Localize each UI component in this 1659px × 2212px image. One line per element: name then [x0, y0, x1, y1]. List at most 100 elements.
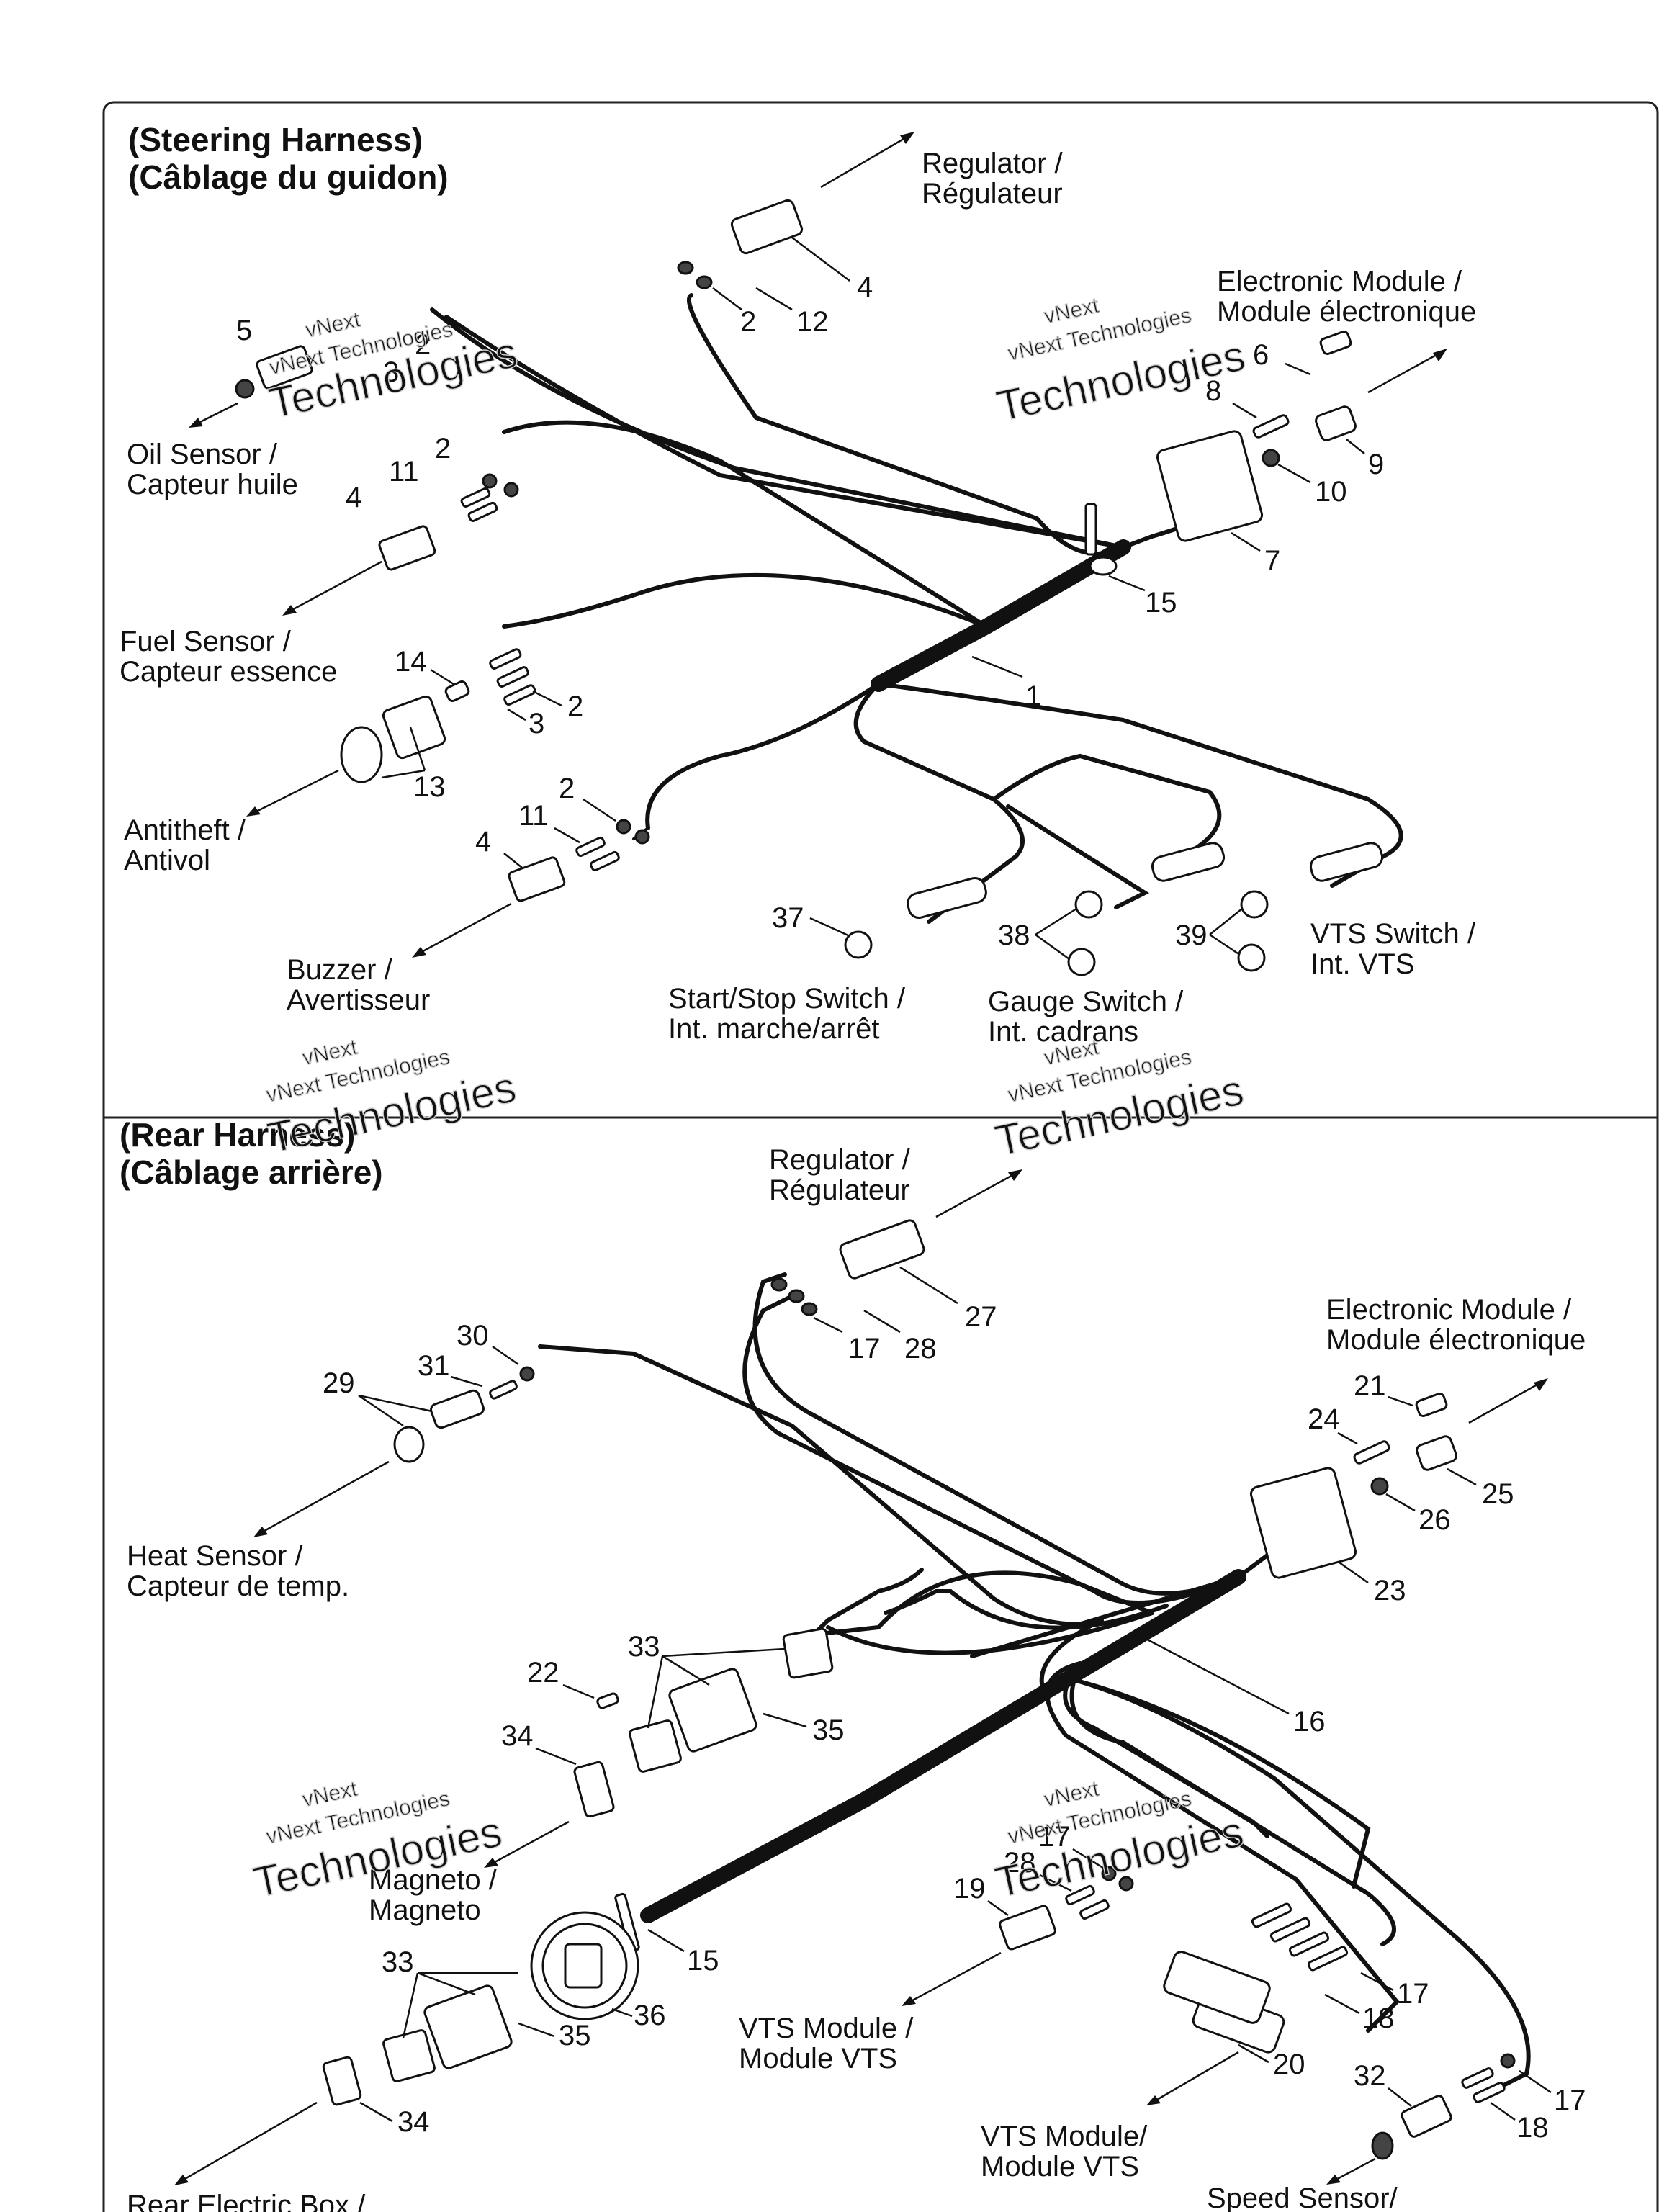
seal-icon — [801, 1302, 818, 1316]
part-number: 6 — [1253, 339, 1269, 371]
terminal-icon — [1353, 1440, 1390, 1465]
rear-vts-module2-group: 17 18 20 VTS Module/ Module VTS — [981, 1902, 1429, 2182]
terminal-icon — [1307, 1946, 1349, 1972]
oil-connector-icon — [256, 345, 313, 390]
steering-title-fr: (Câblage du guidon) — [128, 158, 449, 196]
terminal-icon — [460, 487, 491, 508]
antitheft-connector-icon — [382, 695, 446, 760]
arrow-head-icon — [189, 418, 203, 428]
rear-box-socket-icon — [564, 1943, 603, 1989]
seal-icon — [519, 1366, 535, 1382]
part-number: 16 — [1293, 1706, 1326, 1737]
fuel-sensor-label-fr: Capteur essence — [120, 656, 337, 688]
part-number: 5 — [236, 315, 252, 346]
clamp-icon — [1089, 556, 1118, 576]
rear-electronic-module-label-fr: Module électronique — [1326, 1324, 1586, 1356]
part-number: 2 — [567, 691, 583, 722]
arrow-head-icon — [1008, 1169, 1022, 1181]
seal-plate-icon — [382, 2029, 436, 2082]
antitheft-label-fr: Antivol — [124, 845, 210, 876]
part-number: 33 — [382, 1946, 414, 1978]
gauge-switch-icon — [1074, 890, 1103, 919]
heat-sensor-label-en: Heat Sensor / — [127, 1540, 303, 1572]
grommet-icon — [393, 1426, 425, 1463]
rear-box-label: Rear Electric Box / — [127, 2190, 366, 2212]
terminal-icon — [467, 501, 498, 522]
part-number: 17 — [1038, 1821, 1071, 1853]
vts-module-label-fr: Module VTS — [739, 2043, 897, 2074]
part-number: 17 — [848, 1333, 881, 1364]
start-stop-label-fr: Int. marche/arrêt — [668, 1013, 879, 1045]
vts-module2-label-fr: Module VTS — [981, 2151, 1139, 2182]
arrow-head-icon — [174, 2175, 189, 2185]
part-number: 18 — [1362, 2002, 1395, 2034]
seal-plate-icon — [629, 1719, 682, 1773]
part-number: 28 — [904, 1333, 937, 1364]
magneto-label-fr: Magneto — [369, 1894, 481, 1926]
gauge-switch-icon — [1067, 948, 1096, 976]
steering-wiring — [430, 293, 1403, 924]
terminal-icon — [496, 666, 529, 688]
part-number: 20 — [1273, 2049, 1305, 2080]
steering-oil-sensor-group: 5 2 3 Oil Sensor / Capteur huile — [127, 315, 431, 500]
steering-fuel-sensor-group: 2 11 4 Fuel Sensor / Capteur essence — [120, 433, 519, 688]
terminal-icon — [1473, 2082, 1506, 2103]
part-number: 13 — [413, 771, 446, 803]
part-number: 17 — [1397, 1978, 1429, 2010]
antitheft-label-en: Antitheft / — [124, 814, 246, 846]
regulator-label-fr: Régulateur — [922, 178, 1063, 210]
magneto-bracket-icon — [573, 1761, 615, 1818]
terminal-icon — [575, 836, 606, 858]
start-stop-label-en: Start/Stop Switch / — [668, 983, 906, 1015]
arrow-head-icon — [1534, 1378, 1548, 1391]
steering-regulator-group: Regulator / Régulateur 4 2 12 — [677, 132, 1064, 338]
part-number: 21 — [1354, 1370, 1386, 1402]
part-number: 31 — [418, 1350, 450, 1382]
part-number: 27 — [965, 1301, 997, 1333]
magneto-plate-icon — [782, 1627, 834, 1679]
rear-magneto-group: 33 22 35 34 Magneto / Magneto — [369, 1627, 845, 1926]
vts-module-label-en: VTS Module / — [739, 2013, 914, 2044]
arrow-head-icon — [484, 1858, 498, 1868]
part-number: 35 — [559, 2020, 591, 2051]
part-number: 8 — [1205, 375, 1221, 407]
terminal-icon — [1288, 1931, 1330, 1957]
nut-icon — [1262, 449, 1280, 467]
rear-title-en: (Rear Harness) — [120, 1116, 355, 1154]
ring-terminal-icon — [1416, 1435, 1457, 1471]
regulator-label-en: Regulator / — [922, 148, 1064, 179]
rear-box-group: 33 35 34 Rear Electric Box / — [127, 1946, 591, 2212]
terminal-icon — [1251, 1902, 1292, 1928]
gauge-switch-label-fr: Int. cadrans — [988, 1016, 1138, 1048]
arrow-head-icon — [900, 132, 914, 144]
part-number: 3 — [529, 708, 544, 739]
module-connector-icon — [1156, 430, 1264, 542]
buzzer-label-en: Buzzer / — [287, 954, 393, 986]
part-number: 28 — [1004, 1847, 1036, 1879]
part-number: 3 — [383, 356, 399, 388]
nut-icon — [1370, 1477, 1389, 1496]
part-number: 35 — [812, 1714, 845, 1746]
electronic-module-label-en: Electronic Module / — [1217, 266, 1462, 297]
arrow-head-icon — [902, 1996, 916, 2006]
rear-regulator-label-en: Regulator / — [769, 1144, 911, 1176]
terminal-icon — [1461, 2067, 1494, 2089]
part-number: 34 — [397, 2106, 430, 2138]
vts-switch-icon — [1240, 890, 1269, 919]
fuel-sensor-label-en: Fuel Sensor / — [120, 626, 292, 657]
seal-icon — [696, 275, 713, 289]
part-number: 36 — [634, 2000, 666, 2031]
part-number: 11 — [518, 800, 549, 832]
part-number: 34 — [501, 1720, 534, 1752]
heat-sensor-connector-icon — [430, 1389, 485, 1429]
part-number: 4 — [346, 482, 361, 513]
part-number: 26 — [1419, 1504, 1451, 1536]
terminal-icon — [503, 684, 536, 706]
part-number: 11 — [389, 456, 419, 487]
rear-title-fr: (Câblage arrière) — [120, 1154, 383, 1191]
part-number: 2 — [559, 773, 575, 804]
speed-grommet-icon — [1371, 2131, 1394, 2160]
part-number: 12 — [796, 306, 829, 338]
arrow-head-icon — [1433, 349, 1447, 361]
